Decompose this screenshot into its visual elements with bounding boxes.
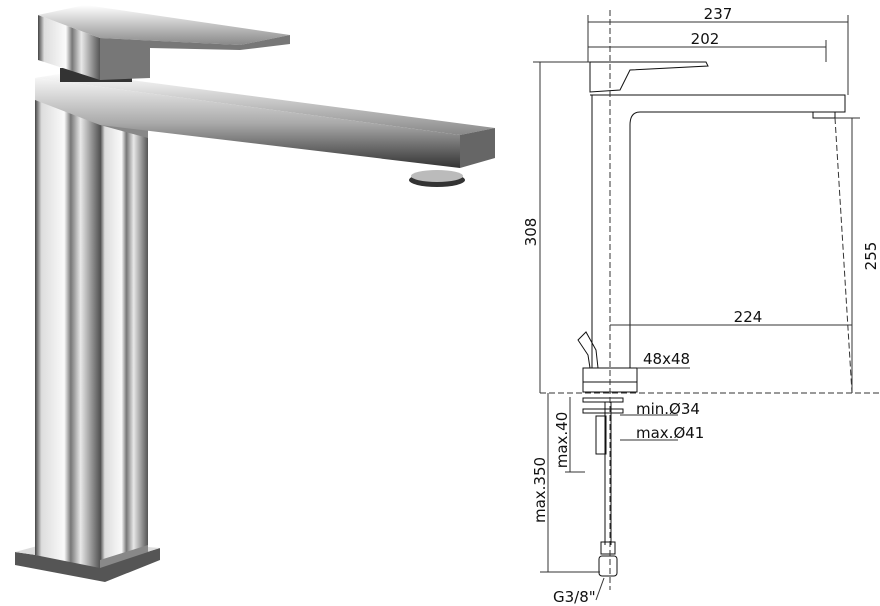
faucet-handle <box>38 15 100 80</box>
dim-max-40: max.40 <box>553 412 571 469</box>
dim-308: 308 <box>522 218 540 247</box>
dim-max-350: max.350 <box>531 457 549 523</box>
dim-min-34: min.Ø34 <box>636 400 700 418</box>
dim-224: 224 <box>734 308 763 326</box>
faucet-spout <box>35 72 495 135</box>
dim-48x48: 48x48 <box>643 350 690 368</box>
dim-max-41: max.Ø41 <box>636 424 704 442</box>
faucet-column <box>35 80 100 568</box>
drawing-outline <box>577 61 846 577</box>
dim-202: 202 <box>691 30 720 48</box>
dim-237: 237 <box>704 5 733 23</box>
dim-g38: G3/8" <box>553 588 596 606</box>
dim-255: 255 <box>862 242 880 271</box>
